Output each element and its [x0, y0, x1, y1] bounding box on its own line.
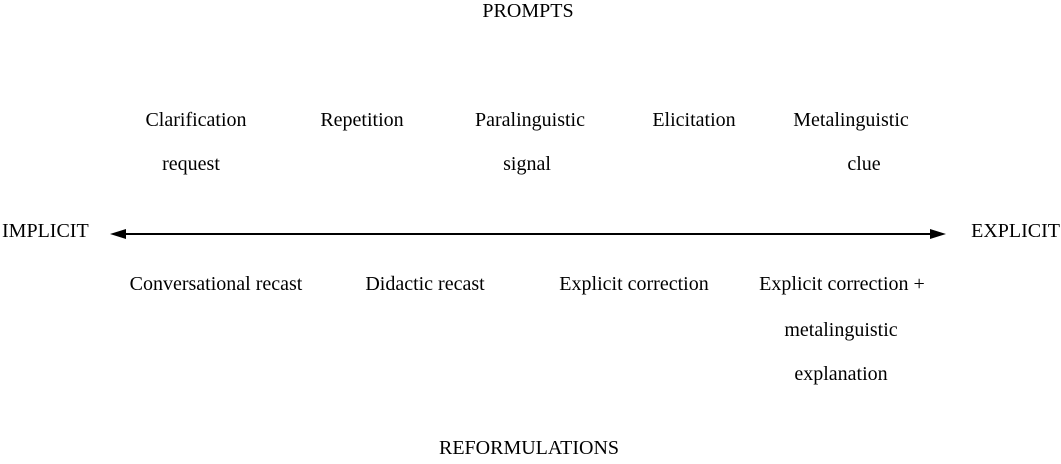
prompt-clarification-line1: Clarification [145, 109, 247, 131]
reformulation-explicit-correction-plus-line2: metalinguistic [784, 319, 898, 341]
prompt-metalinguistic-line1: Metalinguistic [793, 109, 909, 131]
axis-implicit-label: IMPLICIT [2, 220, 89, 242]
axis-explicit-label: EXPLICIT [971, 220, 1060, 242]
implicit-explicit-axis [110, 228, 946, 240]
reformulations-title: REFORMULATIONS [438, 437, 620, 459]
axis-line [123, 233, 933, 235]
prompt-paralinguistic-line1: Paralinguistic [475, 109, 585, 131]
reformulation-conversational-recast: Conversational recast [129, 273, 303, 295]
prompt-clarification-line2: request [162, 153, 220, 175]
reformulation-didactic-recast: Didactic recast [365, 273, 485, 295]
prompt-paralinguistic-line2: signal [503, 153, 551, 175]
prompts-title: PROMPTS [482, 0, 574, 22]
reformulation-explicit-correction-plus-line1: Explicit correction + [759, 273, 925, 295]
arrowhead-right-icon [930, 229, 946, 239]
prompt-metalinguistic-line2: clue [847, 153, 881, 175]
reformulation-explicit-correction-plus-line3: explanation [794, 363, 888, 385]
arrowhead-left-icon [110, 229, 126, 239]
prompt-repetition: Repetition [320, 109, 404, 131]
reformulation-explicit-correction: Explicit correction [559, 273, 709, 295]
prompt-elicitation: Elicitation [652, 109, 736, 131]
